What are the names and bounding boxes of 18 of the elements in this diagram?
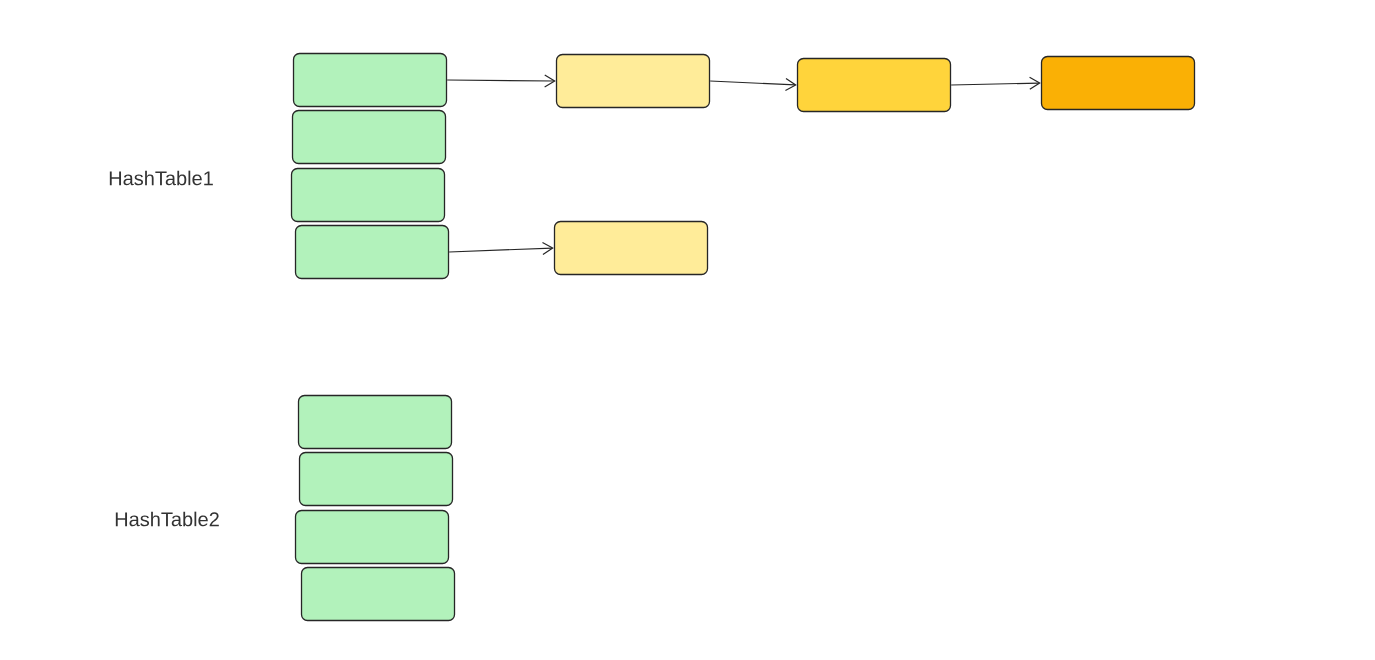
box bbox=[553, 220, 709, 276]
box bbox=[292, 52, 448, 108]
box bbox=[290, 167, 446, 223]
box bbox=[297, 394, 453, 450]
box bbox=[555, 53, 711, 109]
box bbox=[294, 224, 450, 280]
box bbox=[300, 566, 456, 622]
arrow bbox=[709, 77, 797, 92]
box bbox=[796, 57, 952, 113]
box bbox=[291, 109, 447, 165]
arrow bbox=[448, 241, 554, 255]
box bbox=[294, 509, 450, 565]
arrow bbox=[446, 74, 556, 88]
table-label: HashTable1 bbox=[109, 170, 213, 186]
box bbox=[1040, 55, 1196, 111]
box bbox=[298, 451, 454, 507]
table-label: HashTable2 bbox=[115, 511, 219, 527]
arrow bbox=[950, 76, 1041, 90]
